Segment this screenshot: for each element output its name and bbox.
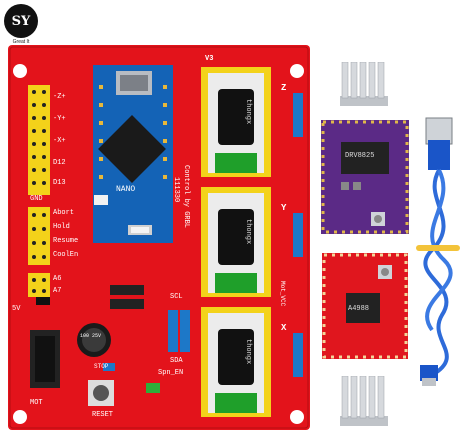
side-5v: 5V bbox=[12, 305, 21, 313]
stop-label: STOP bbox=[94, 363, 109, 370]
stepper-driver-y bbox=[201, 187, 271, 297]
left-header-top bbox=[28, 85, 50, 195]
pin-label-x: -X+ bbox=[53, 137, 66, 145]
motor-label: MOT bbox=[30, 399, 43, 407]
motor-headers bbox=[293, 93, 303, 377]
capacitor-label: 100 25V bbox=[80, 333, 102, 339]
grbl-text: Control by GRBL bbox=[182, 165, 190, 229]
spindle-en: Spn_EN bbox=[158, 369, 184, 377]
power-jack bbox=[30, 330, 60, 388]
pin-label-d12: D12 bbox=[53, 159, 66, 167]
brand-tagline: Great It bbox=[12, 39, 30, 45]
driver-brand-x: thongx bbox=[244, 339, 252, 365]
axis-label-z: Z bbox=[281, 83, 287, 93]
side-a6: A6 bbox=[53, 275, 62, 283]
control-coolen: CoolEn bbox=[53, 251, 79, 259]
ic-label: 111330 bbox=[172, 177, 180, 203]
capacitor bbox=[77, 323, 111, 357]
cnc-shield-graphic bbox=[8, 45, 310, 430]
version-label: V3 bbox=[205, 55, 214, 63]
nano-label: NANO bbox=[116, 185, 136, 194]
red-driver-label: A4988 bbox=[348, 305, 370, 313]
driver-brand-y: thongx bbox=[244, 219, 252, 245]
reset-label: RESET bbox=[92, 411, 114, 419]
side-gnd: GND bbox=[30, 195, 43, 203]
diode bbox=[36, 297, 50, 305]
heatsink-bottom bbox=[340, 375, 388, 431]
arduino-nano bbox=[93, 65, 173, 243]
usb-cable bbox=[402, 110, 474, 395]
purple-driver-label: DRV8825 bbox=[345, 152, 375, 160]
left-header-low bbox=[28, 273, 50, 297]
control-abort: Abort bbox=[53, 209, 75, 217]
cnc-shield-board: V3 Z Y X -Z+ -Y+ -X+ D12 D13 Abort Hold … bbox=[8, 45, 310, 430]
pin-label-y: -Y+ bbox=[53, 115, 66, 123]
power-sda: SDA bbox=[170, 357, 183, 365]
brand-logo: SY Great It bbox=[4, 4, 42, 46]
axis-label-x: X bbox=[281, 323, 287, 333]
pin-label-d13: D13 bbox=[53, 179, 66, 187]
vcc-label: Mot_VCC bbox=[279, 281, 286, 307]
reset-button bbox=[88, 380, 114, 406]
pin-label-z: -Z+ bbox=[53, 93, 66, 101]
brand-monogram: SY bbox=[4, 4, 38, 38]
axis-label-y: Y bbox=[281, 203, 287, 213]
red-driver-module: A4988 bbox=[322, 253, 408, 364]
side-a7: A7 bbox=[53, 287, 62, 295]
left-header-mid bbox=[28, 207, 50, 265]
power-scl: SCL bbox=[170, 293, 183, 301]
control-resume: Resume bbox=[53, 237, 79, 245]
driver-brand-z: thongx bbox=[244, 99, 252, 125]
stepper-driver-x bbox=[201, 307, 271, 417]
stepper-driver-z bbox=[201, 67, 271, 177]
control-hold: Hold bbox=[53, 223, 70, 231]
heatsink-top bbox=[340, 61, 388, 111]
purple-driver-module: DRV8825 bbox=[321, 120, 409, 239]
